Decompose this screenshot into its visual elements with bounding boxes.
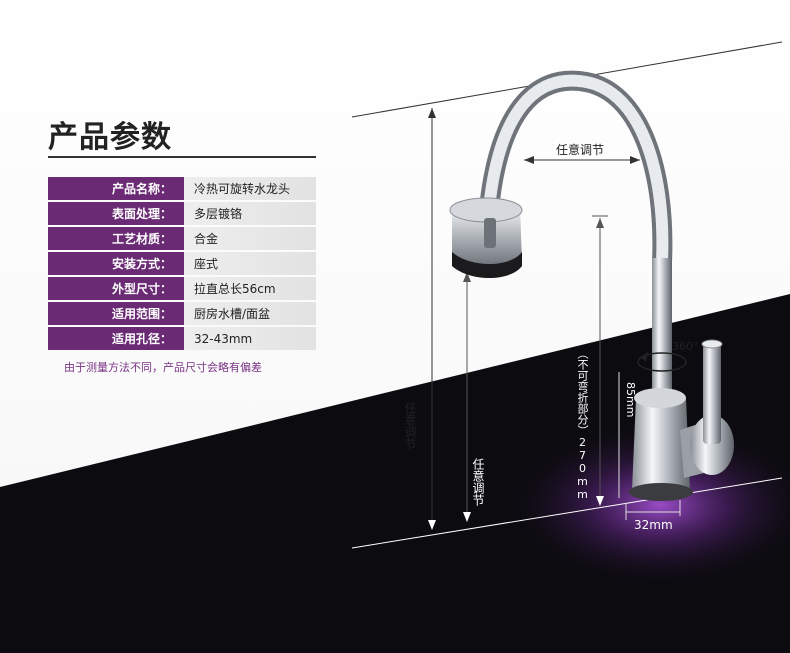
base-height-label: 85mm	[624, 382, 637, 418]
spout-height-arrow-bottom	[596, 496, 604, 506]
page-title: 产品参数	[48, 120, 172, 155]
spec-row: 产品名称： 冷热可旋转水龙头	[48, 177, 316, 200]
spec-value: 多层镀铬	[184, 202, 316, 225]
handle-lever	[701, 339, 723, 444]
spec-table: 产品名称： 冷热可旋转水龙头 表面处理： 多层镀铬 工艺材质： 合金 安装方式：…	[48, 177, 316, 352]
spout-pipe	[652, 258, 672, 418]
spec-label: 适用范围：	[48, 302, 184, 325]
spec-row: 安装方式： 座式	[48, 252, 316, 275]
spec-row: 适用范围： 厨房水槽/面盆	[48, 302, 316, 325]
left-height-arrow-bottom	[428, 520, 436, 530]
spout-height-label: （不可弯折部分）270mm	[576, 348, 589, 501]
spec-row: 工艺材质： 合金	[48, 227, 316, 250]
base-width-label: 32mm	[634, 518, 673, 532]
spout-height-arrow-top	[596, 218, 604, 228]
spec-label: 安装方式：	[48, 252, 184, 275]
spec-label: 工艺材质：	[48, 227, 184, 250]
spec-row: 适用孔径： 32-43mm	[48, 327, 316, 350]
top-adjust-label: 任意调节	[556, 143, 605, 157]
spec-row: 外型尺寸： 拉直总长56cm	[48, 277, 316, 300]
spec-value: 冷热可旋转水龙头	[184, 177, 316, 200]
spec-value: 32-43mm	[184, 327, 316, 350]
spec-label: 产品名称：	[48, 177, 184, 200]
rotation-arrowhead	[640, 352, 648, 362]
spec-label: 适用孔径：	[48, 327, 184, 350]
measurement-note: 由于测量方法不同，产品尺寸会略有偏差	[64, 361, 262, 374]
inner-height-label: 任意调节	[471, 458, 485, 506]
spec-value: 厨房水槽/面盆	[184, 302, 316, 325]
spec-value: 拉直总长56cm	[184, 277, 316, 300]
rotation-arrow	[637, 352, 687, 372]
spec-value: 座式	[184, 252, 316, 275]
flexible-hose-highlight	[484, 74, 669, 268]
spec-row: 表面处理： 多层镀铬	[48, 202, 316, 225]
inner-height-arrow-top	[463, 272, 471, 282]
left-height-arrow-top	[428, 108, 436, 118]
inner-height-arrow-bottom	[463, 512, 471, 522]
left-height-label: 任意调节	[403, 402, 417, 450]
spec-label: 表面处理：	[48, 202, 184, 225]
spec-label: 外型尺寸：	[48, 277, 184, 300]
top-adjust-arrow-left	[524, 156, 534, 164]
title-divider	[48, 156, 316, 158]
top-adjust-arrow-right	[630, 156, 640, 164]
bottom-perspective-line	[351, 477, 783, 549]
spray-head	[449, 197, 523, 278]
rotation-label: 360°	[672, 340, 699, 353]
spec-value: 合金	[184, 227, 316, 250]
